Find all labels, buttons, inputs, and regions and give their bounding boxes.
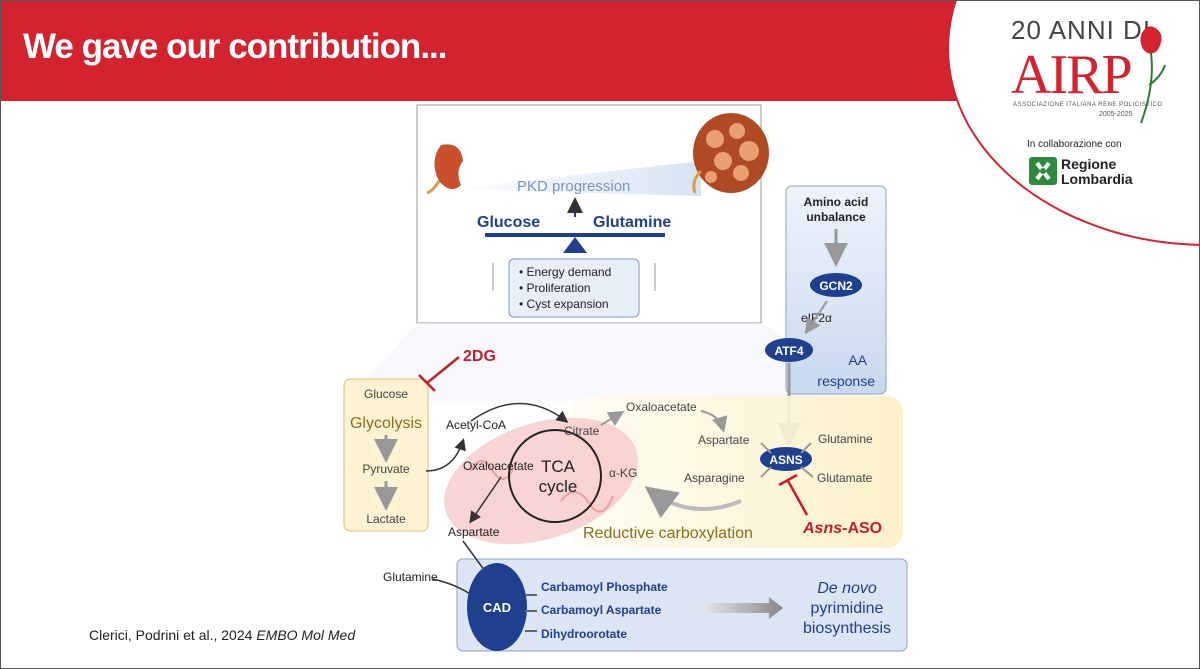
pkd-progression-label: PKD progression [517, 178, 630, 195]
biosynthesis-arrow [701, 597, 783, 619]
asns-label: ASNS [769, 453, 802, 467]
aspartate-to-cad [462, 540, 486, 572]
bullet-energy: • Energy demand [519, 265, 611, 279]
cad-step-arrows [525, 594, 537, 632]
atf4-node [765, 338, 813, 362]
pyruvate-to-acetylcoa [425, 438, 466, 472]
logo-years: 2005-2025 [1099, 111, 1133, 118]
glycolysis-pyruvate: Pyruvate [362, 462, 410, 476]
tulip-icon [1140, 26, 1166, 124]
2dg-inhibition [418, 356, 460, 392]
tca-cycle-circle [508, 429, 602, 523]
cycle-label: cycle [539, 477, 578, 496]
oxaloacetate-to-aspartate-arrow [700, 410, 728, 433]
glycolysis-title: Glycolysis [350, 415, 422, 432]
glycolysis-lactate: Lactate [366, 512, 406, 526]
slide-title: We gave our contribution... [23, 27, 447, 66]
pyrimidine-box [456, 558, 908, 652]
zoom-wedge [346, 323, 901, 401]
tca-label: TCA [541, 457, 576, 476]
acetylcoa-to-citrate [470, 402, 569, 423]
acetyl-coa-label: Acetyl-CoA [446, 418, 506, 432]
progression-wedge [451, 161, 701, 196]
glutamine-label-top: Glutamine [593, 214, 671, 231]
oxaloacetate-asns-label: Oxaloacetate [626, 400, 697, 414]
regione-lombardia-text: Regione Lombardia [1061, 157, 1133, 187]
aspartate-tca-label: Aspartate [448, 525, 500, 539]
oxaloacetate-to-aspartate [469, 476, 502, 524]
bracket [492, 263, 656, 291]
glutamine-asns-label: Glutamine [818, 432, 873, 446]
citation-authors: Clerici, Podrini et al., 2024 [89, 627, 257, 643]
aa-arrow-2 [804, 300, 828, 335]
de-novo-label: De novo [817, 580, 877, 597]
region-line2: Lombardia [1061, 171, 1133, 187]
logo-subtitle: ASSOCIAZIONE ITALIANA RENE POLICISTICO [1013, 102, 1163, 108]
citation: Clerici, Podrini et al., 2024 EMBO Mol M… [89, 627, 355, 643]
response-label: response [817, 373, 875, 389]
aa-label: AA [848, 352, 867, 368]
healthy-kidney-icon [426, 144, 463, 195]
balance-fulcrum [563, 237, 587, 253]
glucose-label-top: Glucose [477, 214, 540, 231]
asns-node [760, 447, 812, 471]
cad-label: CAD [483, 600, 511, 615]
regione-lombardia-icon [1029, 157, 1057, 185]
citation-journal: EMBO Mol Med [256, 627, 356, 643]
balance-beam [485, 233, 665, 237]
gcn2-label: GCN2 [819, 279, 853, 293]
biosynthesis-label: biosynthesis [803, 620, 891, 637]
carbamoyl-phosphate-label: Carbamoyl Phosphate [541, 580, 668, 594]
carbamoyl-aspartate-label: Carbamoyl Aspartate [541, 603, 662, 617]
citrate-label: Citrate [564, 424, 600, 438]
akg-label: α-KG [609, 466, 637, 480]
asparagine-label: Asparagine [684, 471, 745, 485]
reductive-arrow [644, 486, 742, 519]
region-line1: Regione [1061, 156, 1117, 172]
bullet-box [508, 258, 640, 318]
citrate-to-oxaloacetate [600, 410, 625, 427]
atf4-label: ATF4 [774, 344, 803, 358]
logo-airp: AIRP [1011, 44, 1133, 106]
gcn2-node [810, 273, 862, 297]
mitochondrion [444, 417, 638, 545]
bullet-cyst: • Cyst expansion [519, 297, 609, 311]
cad-node [467, 563, 527, 651]
2dg-label: 2DG [463, 348, 496, 365]
asns-reaction-arrows [760, 442, 814, 478]
asns-aso-inhibition [778, 473, 809, 516]
aa-title-line2: unbalance [806, 210, 866, 224]
asns-aso-label: Asns-ASO [802, 520, 882, 537]
collaboration-text: In collaborazione con [1027, 139, 1122, 150]
glycolysis-glucose: Glucose [364, 387, 408, 401]
bullet-proliferation: • Proliferation [519, 281, 591, 295]
reductive-carboxylation-label: Reductive carboxylation [583, 525, 753, 542]
glutamate-label: Glutamate [817, 471, 873, 485]
dihydroorotate-label: Dihydroorotate [541, 627, 627, 641]
oxaloacetate-tca-label: Oxaloacetate [463, 459, 534, 473]
pyrimidine-label: pyrimidine [811, 600, 884, 617]
polycystic-kidney-icon [692, 113, 769, 194]
aa-title-line1: Amino acid [804, 195, 869, 209]
glutamine-cad-label: Glutamine [383, 570, 438, 584]
aspartate-asns-label: Aspartate [698, 433, 750, 447]
logo-anniversary-text: 20 ANNI DI [1011, 15, 1152, 45]
